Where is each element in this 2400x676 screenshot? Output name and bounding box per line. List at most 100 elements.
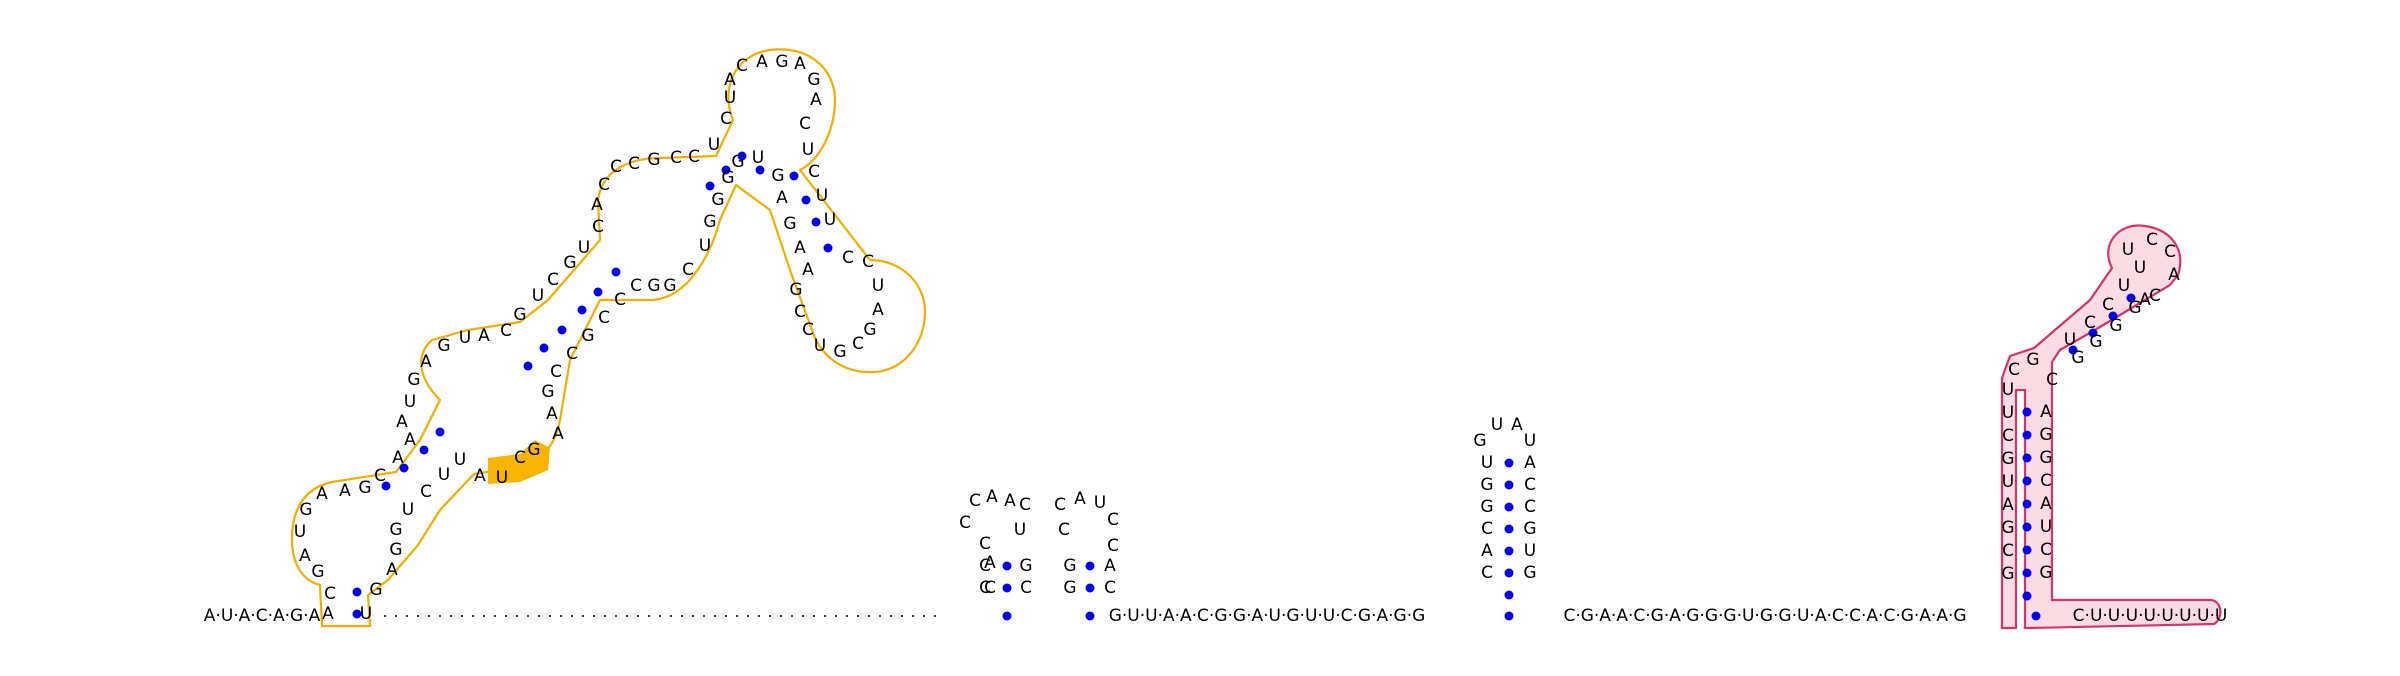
base-pair-dot xyxy=(2022,591,2032,601)
base-pair-dot xyxy=(557,325,567,335)
nucleotide: C xyxy=(2146,230,2158,250)
nucleotide: G xyxy=(1480,497,1493,517)
nucleotide: C xyxy=(736,56,748,76)
nucleotide: U xyxy=(360,604,372,624)
nucleotide: C xyxy=(2040,540,2052,560)
nucleotide: C xyxy=(598,175,610,195)
nucleotide: C xyxy=(2102,295,2114,315)
five-prime-tail: A·U·A·C·A·G·A xyxy=(204,606,321,626)
nucleotide: C xyxy=(670,148,682,168)
nucleotide: U xyxy=(402,500,414,520)
nucleotide: C xyxy=(628,154,640,174)
nucleotide: A xyxy=(474,466,486,486)
nucleotide: G xyxy=(775,52,788,72)
nucleotide: A xyxy=(776,188,788,208)
nucleotide: U xyxy=(699,236,711,256)
nucleotide: C xyxy=(1104,578,1116,598)
nucleotide: C xyxy=(1107,536,1119,556)
base-pair-dot xyxy=(1504,524,1514,534)
nucleotide: A xyxy=(420,352,432,372)
base-pair-dot xyxy=(1085,561,1095,571)
base-pair-dot xyxy=(352,587,362,597)
base-pair-dots xyxy=(352,151,2136,621)
nucleotide: C xyxy=(688,147,700,167)
nucleotide: U xyxy=(459,328,471,348)
nucleotide: G xyxy=(527,440,540,460)
nucleotide: C xyxy=(842,248,854,268)
nucleotide: G xyxy=(807,70,820,90)
base-pair-dot xyxy=(811,217,821,227)
nucleotide: A xyxy=(802,260,814,280)
nucleotide: C xyxy=(1481,563,1493,583)
nucleotide: A xyxy=(396,412,408,432)
nucleotide: C xyxy=(2084,313,2096,333)
nucleotide: C xyxy=(1020,578,1032,598)
nucleotide: A xyxy=(552,424,564,444)
nucleotide: A xyxy=(2139,290,2151,310)
base-pair-dot xyxy=(381,481,391,491)
nucleotide: G xyxy=(2109,316,2122,336)
nucleotide: A xyxy=(1511,415,1523,435)
base-pair-dot xyxy=(523,361,533,371)
nucleotide: C xyxy=(500,321,512,341)
nucleotide: G xyxy=(2039,425,2052,445)
nucleotide: U xyxy=(2064,330,2076,350)
base-pair-dot xyxy=(1504,590,1514,600)
nucleotide: G xyxy=(789,280,802,300)
base-pair-dot xyxy=(1504,458,1514,468)
base-pair-dot xyxy=(2022,568,2032,578)
nucleotide: C xyxy=(514,448,526,468)
nucleotide: G xyxy=(369,580,382,600)
nucleotide: U xyxy=(2134,258,2146,278)
nucleotide: A xyxy=(316,484,328,504)
base-pair-dot xyxy=(2022,476,2032,486)
nucleotide: C xyxy=(682,260,694,280)
base-pair-dot xyxy=(737,151,747,161)
nucleotide: C xyxy=(2164,242,2176,262)
nucleotide: U xyxy=(496,468,508,488)
base-pair-dot xyxy=(419,445,429,455)
nucleotide: G xyxy=(1473,431,1486,451)
base-pair-dot xyxy=(1504,502,1514,512)
right-chain: C·G·A·A·C·G·A·G·G·G·U·G·G·U·A·C·C·A·C·G·… xyxy=(1563,606,1966,626)
nucleotide: C xyxy=(2046,370,2058,390)
nucleotide: G xyxy=(1063,556,1076,576)
nucleotide: C xyxy=(959,513,971,533)
nucleotide: C xyxy=(979,578,991,598)
terminator-highlight xyxy=(2000,224,2222,630)
nucleotide: C xyxy=(802,320,814,340)
nucleotide: U xyxy=(1524,541,1536,561)
nucleotide: C xyxy=(324,584,336,604)
nucleotide: C xyxy=(808,162,820,182)
nucleotide: G xyxy=(581,326,594,346)
base-pair-dot xyxy=(2022,545,2032,555)
nucleotide: U xyxy=(454,450,466,470)
nucleotide: C xyxy=(1054,495,1066,515)
nucleotide: U xyxy=(438,465,450,485)
nucleotide: A xyxy=(392,448,404,468)
base-pair-dot xyxy=(2022,407,2032,417)
nucleotide: G xyxy=(783,214,796,234)
nucleotide: G xyxy=(1523,519,1536,539)
nucleotide: G xyxy=(703,212,716,232)
base-pair-dot xyxy=(2031,611,2041,621)
nucleotide: U xyxy=(1014,520,1026,540)
base-pair-dot xyxy=(1504,480,1514,490)
base-pair-dot xyxy=(1002,611,1012,621)
nucleotide: C xyxy=(374,466,386,486)
nucleotide: U xyxy=(2122,240,2134,260)
nucleotide: A xyxy=(1074,489,1086,509)
chain-labels: A·U·A·C·A·G·A G·U·U·A·A·C·G·G·A·U·G·U·U·… xyxy=(204,606,2228,626)
nucleotide: C xyxy=(1524,497,1536,517)
nucleotide: U xyxy=(578,238,590,258)
nucleotide: U xyxy=(752,148,764,168)
nucleotide: A xyxy=(986,487,998,507)
nucleotide: U xyxy=(2002,403,2014,423)
nucleotide: A xyxy=(339,481,351,501)
nucleotide: U xyxy=(814,336,826,356)
nucleotide: G xyxy=(541,382,554,402)
nucleotide: C xyxy=(598,308,610,328)
nucleotide: A xyxy=(386,560,398,580)
nucleotide: G xyxy=(663,276,676,296)
nucleotide: U xyxy=(294,522,306,542)
